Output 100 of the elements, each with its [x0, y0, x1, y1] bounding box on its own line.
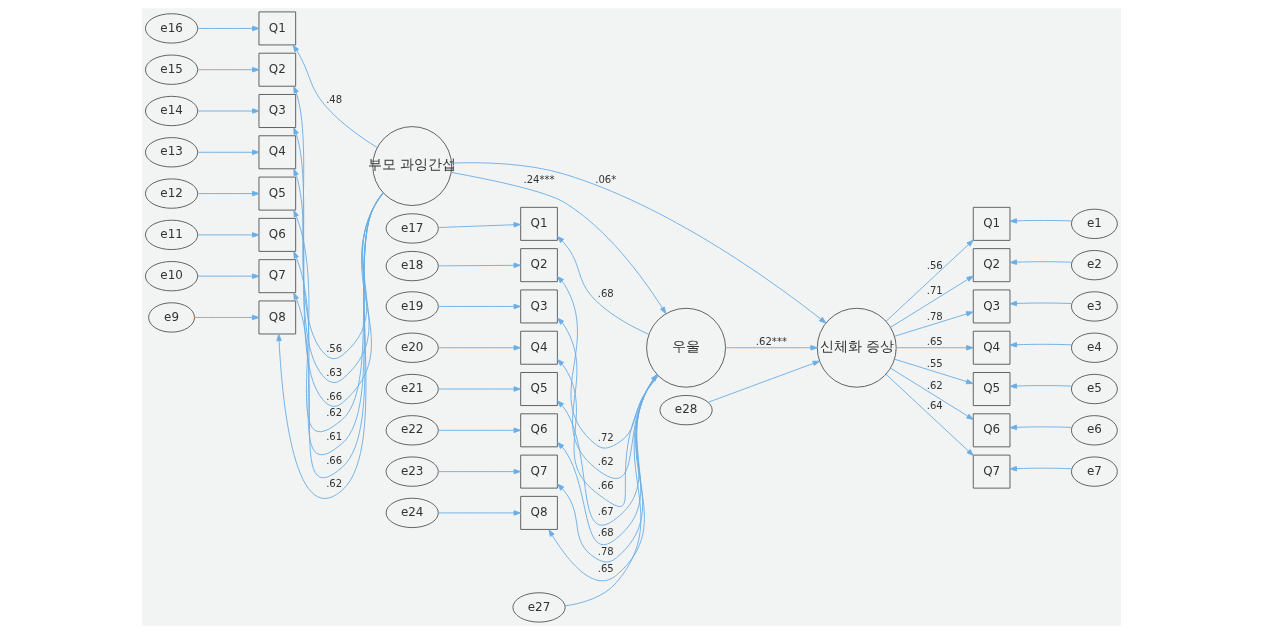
edge-label: .66	[326, 390, 343, 402]
edge-label: .78	[926, 311, 943, 323]
edge-label: .66	[326, 455, 343, 467]
edge-label: .68	[597, 288, 614, 300]
node-box: Q4	[258, 135, 297, 170]
node-box: Q5	[258, 176, 297, 211]
edge-label: .68	[597, 526, 614, 538]
node-box: Q1	[258, 11, 297, 46]
node-box: Q2	[972, 248, 1011, 283]
node-ellipse: e13	[145, 137, 199, 168]
arrow	[1009, 383, 1073, 389]
edge-label: .64	[926, 400, 943, 412]
edge-label: .24***	[523, 174, 555, 186]
node-box: Q8	[258, 300, 297, 335]
node-ellipse: e5	[1071, 373, 1118, 405]
node-box: Q3	[258, 94, 297, 128]
node-box: Q7	[258, 259, 297, 294]
arrow	[197, 273, 260, 279]
node-ellipse: e22	[385, 415, 439, 446]
arrow	[197, 149, 260, 155]
node-box: Q4	[972, 330, 1011, 365]
node-box: Q1	[972, 206, 1011, 241]
arrow	[450, 171, 667, 314]
node-ellipse: e1	[1071, 208, 1118, 239]
edge-label: .48	[326, 94, 343, 106]
arrow	[556, 276, 659, 449]
node-ellipse: e4	[1071, 332, 1118, 363]
node-ellipse: e19	[385, 291, 439, 322]
arrow	[437, 468, 521, 475]
arrow	[451, 162, 827, 324]
edge-label: .67	[597, 506, 614, 518]
arrow	[707, 360, 820, 403]
node-box: Q7	[520, 454, 558, 489]
node-ellipse: e21	[385, 373, 439, 405]
node-box: Q2	[520, 248, 558, 283]
arrow	[437, 303, 521, 310]
node-ellipse: e10	[145, 261, 199, 292]
arrow	[885, 239, 974, 322]
node-ellipse: e16	[145, 13, 199, 44]
arrow	[194, 314, 260, 321]
node-box: Q1	[520, 206, 558, 241]
node-box: Q2	[258, 52, 297, 87]
edge-label: .72	[597, 432, 614, 444]
edge-label: .65	[926, 335, 943, 347]
arrow	[197, 108, 260, 114]
arrow	[890, 367, 974, 420]
node-ellipse: e3	[1071, 291, 1118, 322]
edge-label: .56	[926, 259, 943, 271]
edge-label: .61	[326, 431, 343, 443]
edge-label: .55	[926, 357, 943, 369]
node-ellipse: e7	[1071, 456, 1118, 487]
edge-label: .66	[597, 479, 614, 491]
edge-label: .65	[597, 563, 614, 575]
node-ellipse: e2	[1071, 250, 1118, 281]
arrow	[437, 345, 521, 351]
arrow	[437, 386, 521, 392]
edge-label: .62	[926, 379, 943, 391]
arrow	[894, 311, 974, 337]
arrow	[1009, 342, 1073, 348]
node-box: Q4	[520, 330, 558, 365]
arrow	[437, 510, 521, 516]
arrow	[894, 358, 974, 385]
arrow	[896, 345, 974, 351]
node-ellipse: e23	[385, 456, 439, 487]
arrow	[292, 44, 378, 148]
arrow	[885, 373, 974, 456]
arrow	[564, 374, 658, 607]
edge-label: .06*	[595, 174, 617, 186]
node-ellipse: e27	[512, 592, 566, 623]
arrow	[276, 192, 384, 499]
node-ellipse: e15	[145, 54, 199, 85]
node-box: Q5	[972, 372, 1011, 406]
arrow	[557, 236, 650, 335]
node-box: Q7	[972, 454, 1011, 489]
node-box: Q3	[520, 289, 558, 324]
arrow	[725, 345, 818, 351]
node-box: Q6	[520, 413, 558, 448]
arrow	[1009, 259, 1073, 265]
arrow	[197, 190, 260, 197]
arrow	[890, 275, 974, 328]
node-box: Q3	[972, 289, 1011, 324]
edge-label: .63	[326, 367, 343, 378]
arrow	[557, 317, 659, 479]
arrow	[197, 232, 260, 238]
arrow	[1009, 465, 1073, 472]
node-ellipse: e17	[385, 213, 439, 244]
node-ellipse: e12	[145, 178, 199, 209]
arrow	[293, 85, 384, 360]
arrow	[1009, 424, 1073, 431]
node-ellipse: e18	[385, 250, 439, 282]
node-ellipse: e14	[145, 95, 199, 127]
node-ellipse: e9	[148, 302, 195, 333]
arrow	[293, 168, 384, 407]
arrow	[437, 427, 521, 434]
arrow	[197, 25, 260, 32]
node-ellipse: e24	[385, 497, 439, 529]
arrow	[437, 222, 521, 228]
node-box: Q6	[258, 217, 297, 252]
edge-label: .62	[597, 456, 614, 468]
node-ellipse: e20	[385, 332, 439, 363]
